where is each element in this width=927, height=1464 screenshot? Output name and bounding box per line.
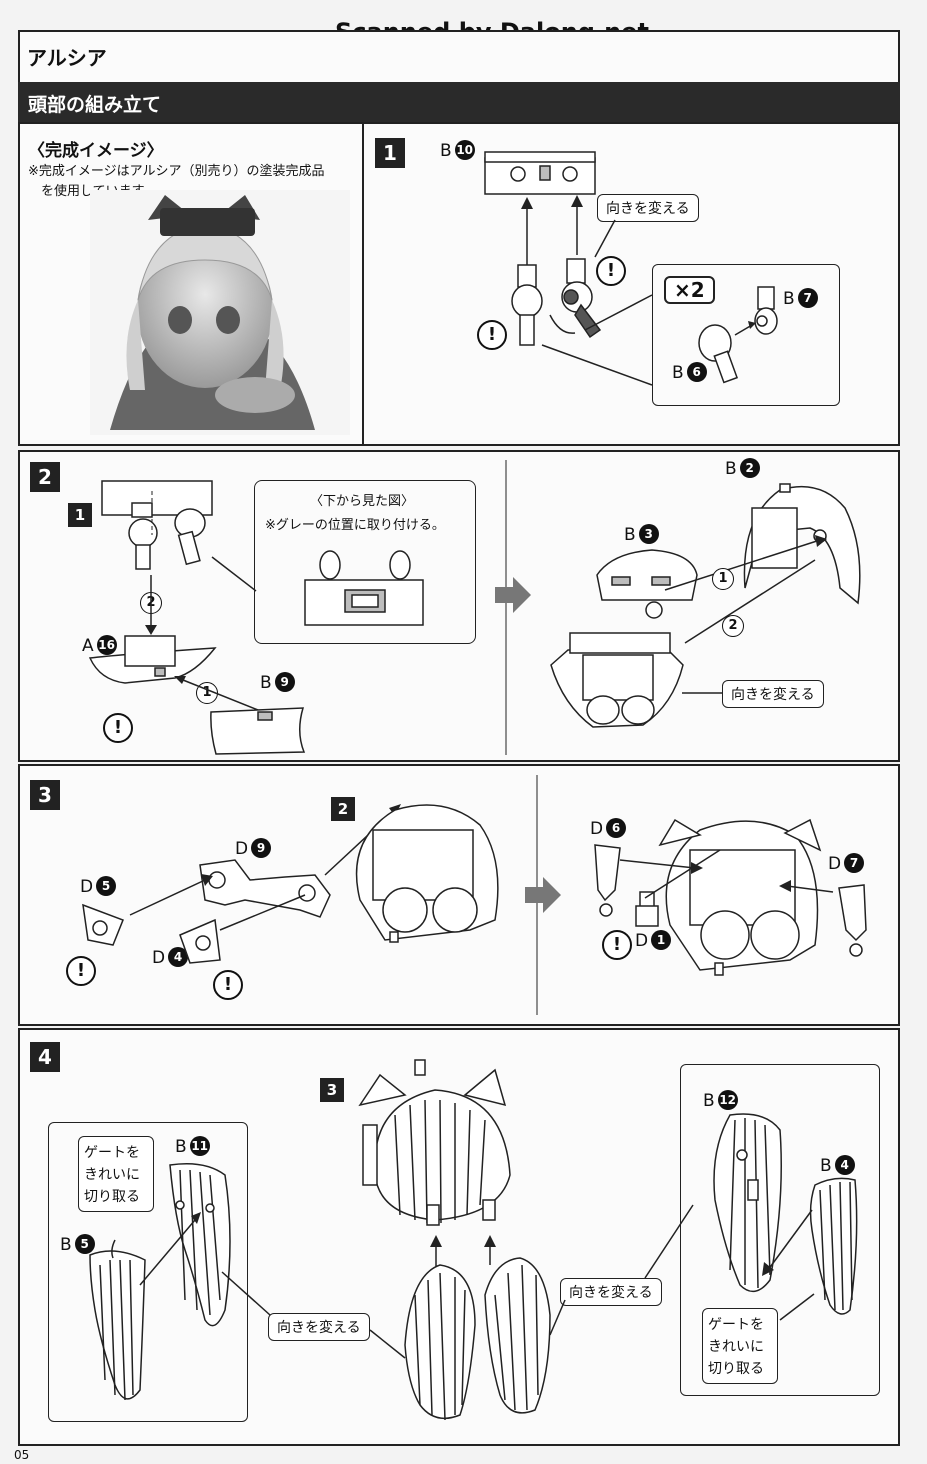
step4-turn-callout-right: 向きを変える [560,1278,662,1306]
warning-icon: ! [596,256,626,286]
callout-pointer [555,1200,695,1340]
step2-b9-part-drawing [208,702,308,757]
gate-note-right-line1: ゲートを [708,1317,764,1333]
step2-assembled-joint-drawing [98,475,218,575]
assembly-order-1: 1 [712,568,734,590]
assembly-order-2: 2 [722,615,744,637]
page-title: アルシア [27,46,107,70]
step3-d4-part-drawing [175,915,225,965]
substep-badge: 3 [320,1078,344,1102]
step1-ball-joint-parts [505,255,615,355]
preview-note-line1: ※完成イメージはアルシア（別売り）の塗装完成品 [28,164,325,179]
gate-note-left-line1: ゲートを [84,1145,140,1161]
step2-b2-helmet-drawing [740,478,865,608]
gate-note-right-line3: 切り取る [708,1361,764,1377]
callout-pointer [220,1270,410,1360]
step1-subparts-drawing [690,285,790,385]
step3-d5-part-drawing [78,900,128,950]
step2-next-arrow-icon [495,577,531,613]
step4-center-head-drawing [355,1055,525,1240]
gate-note-right-line2: きれいに [708,1339,764,1355]
substep-badge: 1 [68,503,92,527]
preview-title: 〈完成イメージ〉 [28,141,164,161]
step3-d7-part-drawing [834,880,874,960]
step-4-badge: 4 [30,1042,60,1072]
finished-figure-image [90,190,350,435]
step3-d6-part-drawing [590,840,630,920]
inset-note: ※グレーの位置に取り付ける。 [265,518,445,533]
warning-icon: ! [103,713,133,743]
inset-title: 〈下から見た図〉 [310,494,415,509]
page-header-frame [18,30,900,84]
step3-assembled-head-drawing [655,815,830,980]
step2-right-arrows [655,535,827,645]
step1-joint-block-drawing [480,150,600,200]
step-3-badge: 3 [30,780,60,810]
inset-pointer-line [210,555,260,595]
step3-d9-part-drawing [195,855,335,925]
step4-center-hair-parts-drawing [400,1255,560,1425]
step3-d1-part-drawing [632,890,662,930]
step1-callout-lines [540,295,655,390]
step1-turn-callout: 向きを変える [597,194,699,222]
step2-b3-part-drawing [592,545,702,620]
step2-divider [505,460,507,755]
step4-left-hair-parts-drawing [85,1160,245,1410]
step2-face-mask-drawing [548,625,688,735]
callout-pointer [682,688,724,698]
step1-arrows [521,195,655,355]
substep-badge: 2 [331,797,355,821]
step4-center-up-arrows [430,1235,496,1275]
step3-right-arrows [615,850,835,910]
step3-next-arrow-icon [525,877,561,913]
gate-note-left [78,1136,154,1212]
bottom-view-drawing [300,550,430,635]
step2-turn-callout: 向きを変える [722,680,824,708]
gate-note-right-text: ゲートを きれいに 切り取る [708,1314,764,1380]
gate-note-left-text: ゲートを きれいに 切り取る [84,1142,140,1208]
gate-note-right [702,1308,778,1384]
warning-icon: ! [477,320,507,350]
gate-note-pointer [778,1290,818,1330]
gate-note-left-line2: きれいに [84,1167,140,1183]
page-number: 05 [14,1448,30,1462]
step3-head-shell-drawing [345,800,505,950]
step-2-badge: 2 [30,462,60,492]
step2-left-arrow [174,676,260,712]
warning-icon: ! [66,956,96,986]
step2-a16-part-drawing [85,628,220,698]
quantity-multiplier: ×2 [664,276,715,304]
step4-turn-callout-left: 向きを変える [268,1313,370,1341]
section-title-bar: 頭部の組み立て [18,82,900,122]
step4-right-hair-parts-drawing [700,1110,870,1320]
warning-icon: ! [213,970,243,1000]
step-1-badge: 1 [375,138,405,168]
gate-note-left-line3: 切り取る [84,1189,140,1205]
warning-icon: ! [602,930,632,960]
step2-down-arrow [145,575,157,635]
